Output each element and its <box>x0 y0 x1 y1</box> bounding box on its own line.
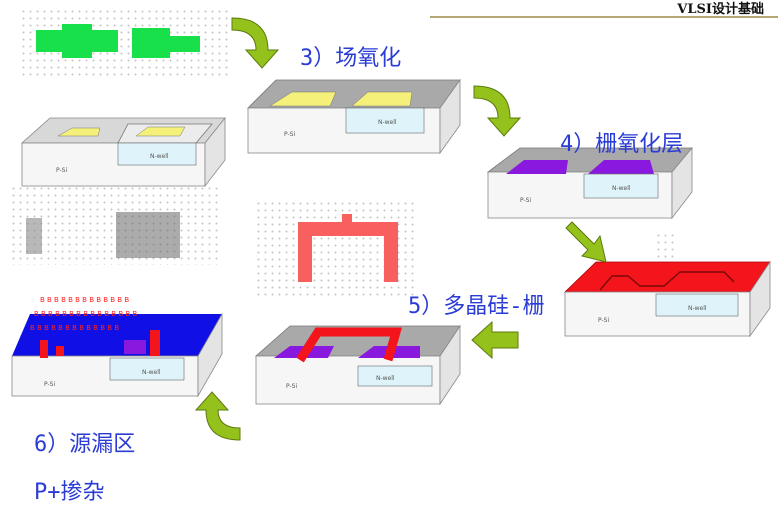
step4-label: 4）栅氧化层 <box>560 132 684 157</box>
arrow-to-step5 <box>565 221 607 263</box>
nwell-label-a: N-well <box>150 153 169 160</box>
wafer-step-5a: P-Si N-well <box>564 260 771 338</box>
psub-label-d: P-Si <box>598 317 609 324</box>
wafer-step-3: P-Si N-well <box>247 78 461 155</box>
step5-label: 5）多晶硅-栅 <box>408 294 545 319</box>
poly-gate-mask <box>298 214 398 282</box>
nwell-label-c: N-well <box>612 185 631 192</box>
psub-label-e: P-Si <box>286 383 297 390</box>
nwell-label-f: N-well <box>142 369 161 376</box>
arrow-left-step5b <box>471 320 519 360</box>
nwell-mask-small <box>26 218 42 254</box>
implant-ions: B B B B B B B B B B B B B B B B B B B B … <box>30 296 137 332</box>
nwell-label-b: N-well <box>378 119 397 126</box>
active-area-mask-left <box>36 24 118 58</box>
nwell-mask-large <box>116 212 180 258</box>
svg-text:B B B B B B B B B B: B B B B B B B B B B B B B <box>40 296 129 304</box>
arrow-to-step3 <box>231 17 280 69</box>
psub-label-f: P-Si <box>44 381 55 388</box>
svg-text:B B B B B B B B B B B B B: B B B B B B B B B B B B B <box>30 324 119 332</box>
arrow-to-step4 <box>473 85 522 137</box>
header-title: VLSI设计基础 <box>677 2 764 17</box>
mask-grid-2 <box>10 185 220 265</box>
arrow-to-step6 <box>194 391 241 441</box>
svg-text:B B B B B B B B B B B B B B B: B B B B B B B B B B B B B B B <box>34 310 137 318</box>
wafer-step-5b: P-Si N-well <box>254 324 461 406</box>
active-area-mask-right <box>132 28 200 58</box>
nwell-label-d: N-well <box>688 305 707 312</box>
step3-label: 3）场氧化 <box>300 46 402 71</box>
nwell-label-e: N-well <box>376 375 395 382</box>
psub-label-b: P-Si <box>284 131 295 138</box>
wafer-step-6: P-Si N-well B B B B B B B B B B B B B B … <box>11 296 223 398</box>
step6-label: 6）源漏区 <box>34 432 136 457</box>
psub-label-a: P-Si <box>56 167 67 174</box>
process-arrows <box>194 17 607 441</box>
step6-sublabel: P+掺杂 <box>34 480 105 505</box>
wafer-step-2: P-Si N-well <box>20 116 226 188</box>
psub-label-c: P-Si <box>520 197 531 204</box>
wafer-step-4: P-Si N-well <box>486 146 693 220</box>
header-rule <box>430 16 778 18</box>
